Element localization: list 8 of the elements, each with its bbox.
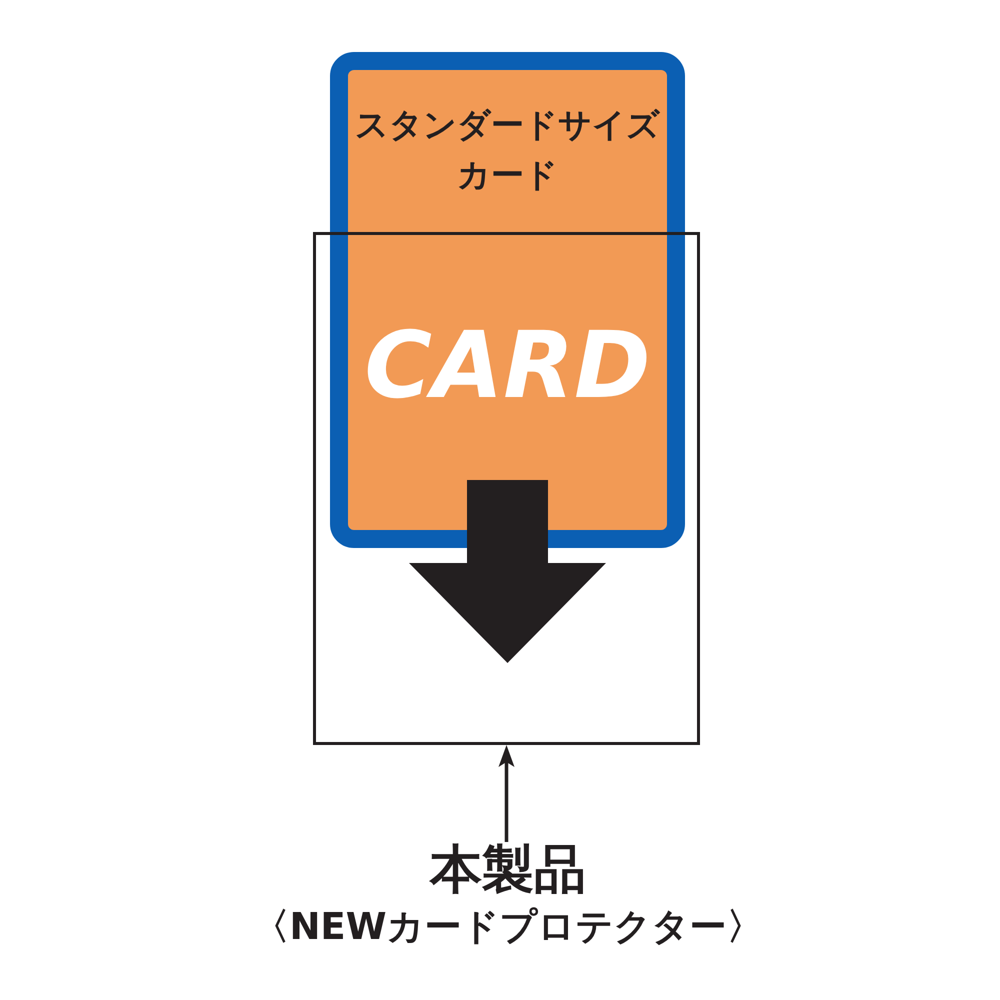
card-lettering: CARD <box>364 320 652 412</box>
leader-arrow <box>498 745 514 842</box>
card-title: スタンダードサイズカード <box>354 104 661 196</box>
block-arrow <box>409 480 606 663</box>
card <box>330 52 685 548</box>
protector-sleeve <box>313 232 700 745</box>
product-name-label: 〈NEWカードプロテクター〉 <box>252 904 764 950</box>
product-label: 本製品 <box>430 842 586 900</box>
